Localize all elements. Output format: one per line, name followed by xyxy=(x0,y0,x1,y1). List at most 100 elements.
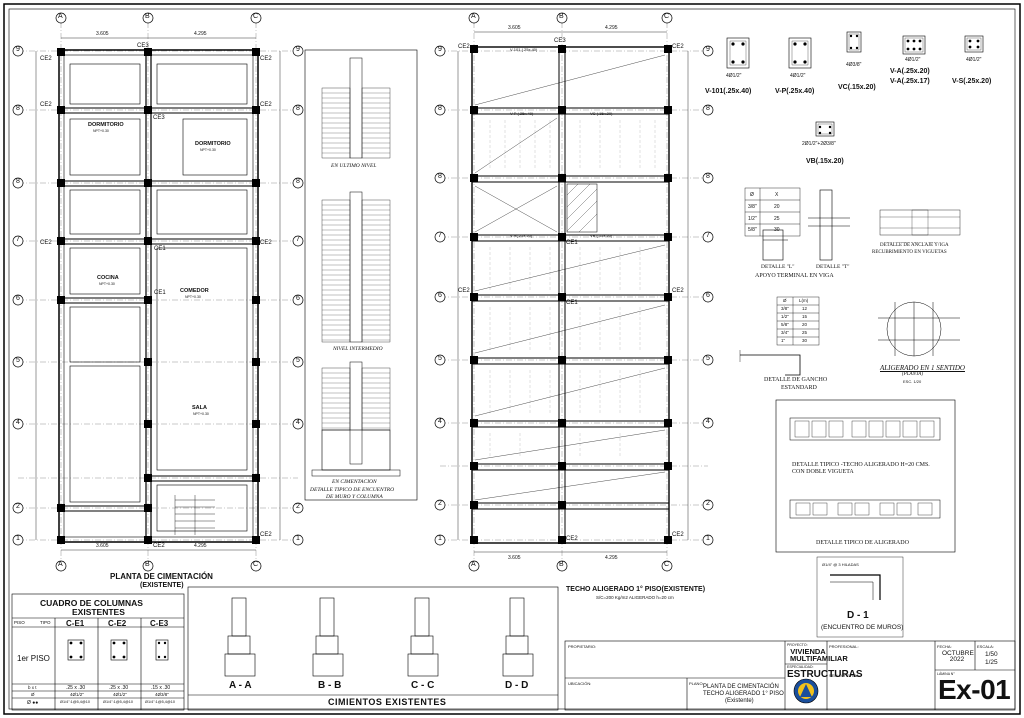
tb-label: LÁMINA N° xyxy=(937,672,955,676)
table-cell: 3/8" xyxy=(748,204,757,210)
beam-section-label: V-A(.25x.20) xyxy=(890,68,930,75)
footings-title: CIMIENTOS EXISTENTES xyxy=(328,697,447,707)
axis-label: 9 xyxy=(296,46,300,53)
dimension: 3.605 xyxy=(96,543,109,549)
table-cell: 3/4" xyxy=(781,330,789,335)
table-cell: Ø1/4":1@5,4@10 xyxy=(60,700,90,704)
axis-label: 6 xyxy=(296,295,300,302)
dimension: 3.605 xyxy=(508,25,521,31)
axis-label: 4 xyxy=(438,418,442,425)
beam-steel: 4Ø1/2" xyxy=(790,73,806,79)
axis-label: 7 xyxy=(296,236,300,243)
table-cell: 4Ø3/8" xyxy=(155,692,169,697)
tb-scale: 1/50 xyxy=(985,651,998,658)
detail-title: DETALLE TIPICO DE ENCUENTRO xyxy=(310,487,395,493)
beam-steel: 4Ø1/2" xyxy=(966,57,982,63)
axis-label: 8 xyxy=(438,173,442,180)
table-cell: 20 xyxy=(774,204,780,210)
table-header: Ø xyxy=(750,192,754,198)
detail-label: DETALLE "T" xyxy=(816,264,850,270)
axis-label: 1 xyxy=(296,535,300,542)
column-tag: CE2 xyxy=(40,102,52,108)
beam-section-label: V-101(.25x.40) xyxy=(705,88,752,95)
table-cell: 1/2" xyxy=(748,216,757,222)
axis-label: 1 xyxy=(16,535,20,542)
table-cell: b x t xyxy=(28,685,37,690)
footing-sections xyxy=(187,586,559,711)
anchor-details xyxy=(744,187,961,261)
axis-label: A xyxy=(58,561,63,568)
axis-label: B xyxy=(145,13,150,20)
section-label: C - C xyxy=(411,680,435,691)
column-tag: CE3 xyxy=(153,115,165,121)
room-label: COCINA xyxy=(97,275,119,281)
axis-label: 2 xyxy=(438,500,442,507)
table-cell: .25 x .30 xyxy=(66,685,86,691)
axis-label: 5 xyxy=(16,357,20,364)
axis-label: 8 xyxy=(16,178,20,185)
beam-tag: V-S(.25x.20) xyxy=(510,233,533,238)
dimension: 4.295 xyxy=(605,555,618,561)
axis-label: 1 xyxy=(438,535,442,542)
axis-label: C xyxy=(253,561,259,568)
axis-label: 8 xyxy=(296,178,300,185)
table-cell: 5/8" xyxy=(781,322,789,327)
tb-specialty: ESTRUCTURAS xyxy=(787,669,863,680)
table-cell: Ø xyxy=(31,692,35,697)
wall-junction-detail xyxy=(816,556,904,638)
column-tag: CE2 xyxy=(260,240,272,246)
axis-label: 7 xyxy=(438,232,442,239)
axis-label: B xyxy=(559,13,564,20)
detail-scale: ESC. 1/20 xyxy=(903,379,922,384)
table-cell: 15 xyxy=(802,314,808,319)
tb-label: PROYECTO: xyxy=(787,643,808,647)
title-block-grid xyxy=(564,640,1016,711)
detail-caption: APOYO TERMINAL EN VIGA xyxy=(755,273,834,279)
table-header: C-E2 xyxy=(108,619,127,628)
tb-project: VIVIENDA MULTIFAMILIAR xyxy=(790,647,848,663)
column-tag: CE1 xyxy=(566,240,578,246)
axis-label: 2 xyxy=(16,503,20,510)
beam-sections xyxy=(726,31,984,137)
axis-label: 4 xyxy=(706,418,710,425)
detail-caption: CON DOBLE VIGUETA xyxy=(792,469,854,475)
dimension: 4.295 xyxy=(194,543,207,549)
room-level: NPT+0.30 xyxy=(200,148,216,152)
table-cell: Ø ●● xyxy=(27,700,39,706)
axis-label: 1 xyxy=(706,535,710,542)
column-tag: CE2 xyxy=(566,536,578,542)
plan-subtitle: S/C=200 Kg/m2 ALIGERADO h=20 cm xyxy=(596,595,674,600)
table-cell: Ø1/4":1@5,4@10 xyxy=(103,700,133,704)
detail-name: D - 1 xyxy=(847,610,869,621)
column-tag: CE2 xyxy=(458,44,470,50)
detail-caption: DETALLE DE ANCLAJE Y xyxy=(880,243,938,248)
detail-subtitle: (PLANTA) xyxy=(902,372,924,377)
axis-label: B xyxy=(145,561,150,568)
axis-label: 4 xyxy=(296,419,300,426)
column-tag: CE2 xyxy=(40,56,52,62)
column-tag: CE3 xyxy=(137,43,149,49)
column-tag: CE2 xyxy=(672,532,684,538)
table-header: C-E3 xyxy=(150,619,169,628)
tb-label: SELLO Y FIRMA: xyxy=(829,673,861,678)
room-level: NPT+0.30 xyxy=(185,295,201,299)
detail-caption: RECUBRIMIENTO EN VIGUETAS xyxy=(872,250,947,255)
axis-label: 2 xyxy=(706,500,710,507)
detail-caption: DETALLE DE GANCHO xyxy=(764,377,828,383)
column-tag: CE2 xyxy=(260,532,272,538)
detail-label: DETALLE "L" xyxy=(761,264,795,270)
beam-tag: V-P (.25x.40) xyxy=(510,111,534,116)
column-tag: CE1 xyxy=(154,246,166,252)
section-label: D - D xyxy=(505,680,529,691)
axis-label: 9 xyxy=(16,46,20,53)
column-tag: CE3 xyxy=(554,38,566,44)
beam-section-label: V-A(.25x.17) xyxy=(890,78,930,85)
axis-label: 4 xyxy=(16,419,20,426)
axis-label: 7 xyxy=(16,236,20,243)
room-label: DORMITORIO xyxy=(88,122,124,128)
section-label: A - A xyxy=(229,680,252,691)
axis-label: A xyxy=(58,13,63,20)
beam-steel: 4Ø1/2" xyxy=(905,57,921,63)
plan-title: TECHO ALIGERADO 1° PISO(EXISTENTE) xyxy=(566,586,706,593)
